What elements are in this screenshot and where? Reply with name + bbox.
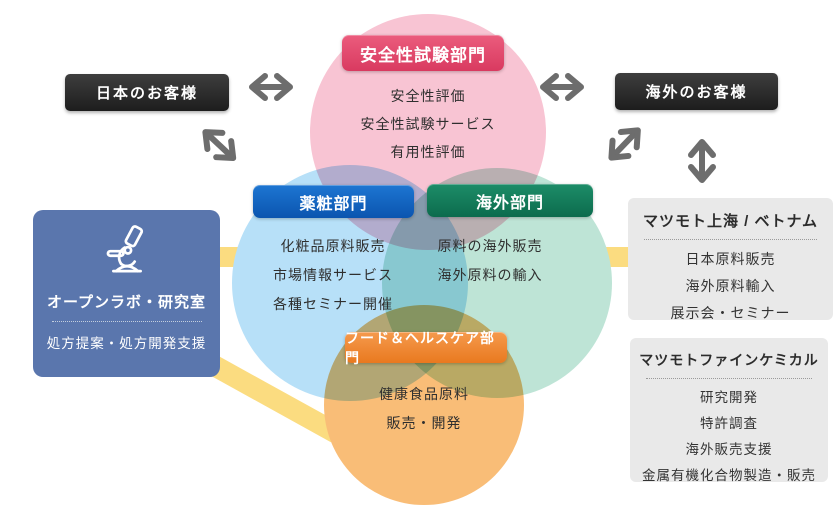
divider	[51, 321, 202, 322]
fine-chemical-title: マツモトファインケミカル	[639, 352, 819, 368]
safety-item: 安全性試験サービス	[360, 116, 496, 132]
shanghai-vietnam-items: 日本原料販売 海外原料輸入 展示会・セミナー	[628, 246, 833, 327]
affiliate-item: 研究開発	[700, 390, 758, 405]
divider	[645, 378, 813, 379]
microscope-icon	[106, 225, 143, 273]
open-lab-description: 処方提案・処方開発支援	[46, 336, 207, 351]
open-lab-box: オープンラボ・研究室 処方提案・処方開発支援	[33, 210, 220, 377]
food-item: 健康食品原料	[379, 386, 469, 402]
pharma-items: 化粧品原料販売 市場情報サービス 各種セミナー開催	[238, 232, 428, 319]
open-lab-title: オープンラボ・研究室	[46, 294, 207, 311]
affiliate-item: 日本原料販売	[685, 251, 776, 267]
pharma-item: 各種セミナー開催	[273, 296, 393, 312]
overseas-customers-box: 海外のお客様	[615, 73, 778, 110]
safety-department-badge: 安全性試験部門	[342, 35, 504, 71]
overseas-item: 海外原料の輸入	[437, 267, 543, 283]
overseas-items: 原料の海外販売 海外原料の輸入	[395, 232, 585, 290]
food-items: 健康食品原料 販売・開発	[324, 380, 524, 438]
overseas-department-badge: 海外部門	[427, 184, 593, 217]
safety-item: 安全性評価	[390, 88, 466, 104]
overseas-item: 原料の海外販売	[437, 238, 543, 254]
japan-customers-box: 日本のお客様	[65, 74, 229, 111]
affiliate-item: 展示会・セミナー	[670, 305, 791, 321]
pharma-department-badge: 薬粧部門	[253, 185, 414, 218]
affiliate-item: 海外販売支援	[685, 442, 773, 457]
affiliate-item: 海外原料輸入	[685, 278, 776, 294]
safety-items: 安全性評価 安全性試験サービス 有用性評価	[318, 82, 538, 166]
shanghai-vietnam-box: マツモト上海 / ベトナム 日本原料販売 海外原料輸入 展示会・セミナー	[628, 198, 833, 321]
food-department-badge: フード＆ヘルスケア部門	[345, 330, 507, 366]
fine-chemical-box: マツモトファインケミカル 研究開発 特許調査 海外販売支援 金属有機化合物製造・…	[630, 338, 828, 483]
pharma-item: 化粧品原料販売	[280, 238, 386, 254]
safety-item: 有用性評価	[390, 144, 466, 160]
affiliate-item: 金属有機化合物製造・販売	[642, 468, 816, 483]
fine-chemical-items: 研究開発 特許調査 海外販売支援 金属有機化合物製造・販売	[630, 385, 828, 489]
pharma-item: 市場情報サービス	[273, 267, 393, 283]
affiliate-item: 特許調査	[700, 416, 758, 431]
divider	[644, 239, 817, 240]
food-item: 販売・開発	[386, 415, 462, 431]
shanghai-vietnam-title: マツモト上海 / ベトナム	[642, 213, 819, 230]
